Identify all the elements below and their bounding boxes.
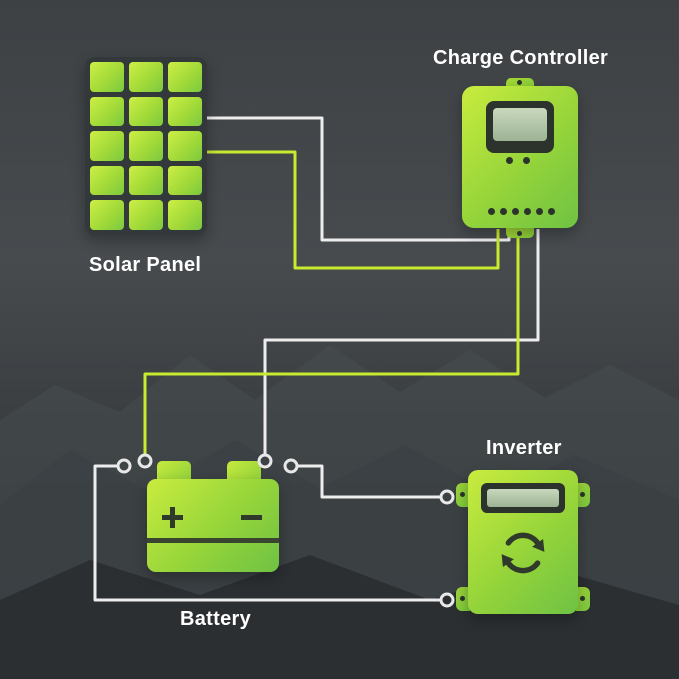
solar-cell xyxy=(90,200,124,230)
solar-cell xyxy=(129,200,163,230)
solar-cell xyxy=(129,62,163,92)
solar-cell xyxy=(168,62,202,92)
controller-port-icon xyxy=(488,208,495,215)
ring-terminal-icon xyxy=(257,453,273,469)
battery-icon xyxy=(147,479,279,572)
controller-screw-hole-icon xyxy=(517,80,522,85)
wire-controller-to-battery-green xyxy=(143,229,520,456)
solar-cell xyxy=(90,62,124,92)
controller-port-icon xyxy=(548,208,555,215)
solar-cell xyxy=(129,165,163,196)
inverter-screen xyxy=(487,489,559,507)
solar-panel-icon xyxy=(85,57,207,235)
controller-screen xyxy=(493,108,547,141)
controller-button-icon xyxy=(506,157,513,164)
ring-terminal-icon xyxy=(439,592,455,608)
controller-port-icon xyxy=(512,208,519,215)
controller-button-icon xyxy=(523,157,530,164)
battery-minus-icon xyxy=(241,515,262,520)
wire-battery-to-inverter-top xyxy=(297,464,441,499)
battery-groove xyxy=(147,538,279,543)
solar-cell xyxy=(168,200,202,230)
solar-cell xyxy=(129,131,163,161)
wire-controller-to-battery-white xyxy=(263,229,540,456)
solar-cell xyxy=(90,165,124,196)
charge-controller-label: Charge Controller xyxy=(433,47,609,69)
ring-terminal-icon xyxy=(116,458,132,474)
sync-arrows-icon xyxy=(501,532,545,574)
solar-cell xyxy=(168,131,202,161)
ring-terminal-icon xyxy=(137,453,153,469)
inverter-screw-hole-icon xyxy=(460,596,465,601)
solar-cell xyxy=(168,96,202,127)
solar-cell xyxy=(90,96,124,127)
controller-screw-hole-icon xyxy=(517,231,522,236)
inverter-screw-hole-icon xyxy=(580,596,585,601)
inverter-label: Inverter xyxy=(486,437,562,459)
battery-plus-icon xyxy=(170,507,175,528)
solar-cell xyxy=(168,165,202,196)
battery-label: Battery xyxy=(180,608,252,630)
wire-pv-to-controller-green xyxy=(206,150,500,270)
inverter-screw-hole-icon xyxy=(580,492,585,497)
solar-cell xyxy=(90,131,124,161)
controller-port-icon xyxy=(524,208,531,215)
inverter-screw-hole-icon xyxy=(460,492,465,497)
solar-panel-label: Solar Panel xyxy=(89,254,202,276)
controller-port-icon xyxy=(536,208,543,215)
controller-port-icon xyxy=(500,208,507,215)
wire-battery-to-inverter-bottom xyxy=(93,464,441,602)
solar-cell xyxy=(129,96,163,127)
ring-terminal-icon xyxy=(439,489,455,505)
ring-terminal-icon xyxy=(283,458,299,474)
